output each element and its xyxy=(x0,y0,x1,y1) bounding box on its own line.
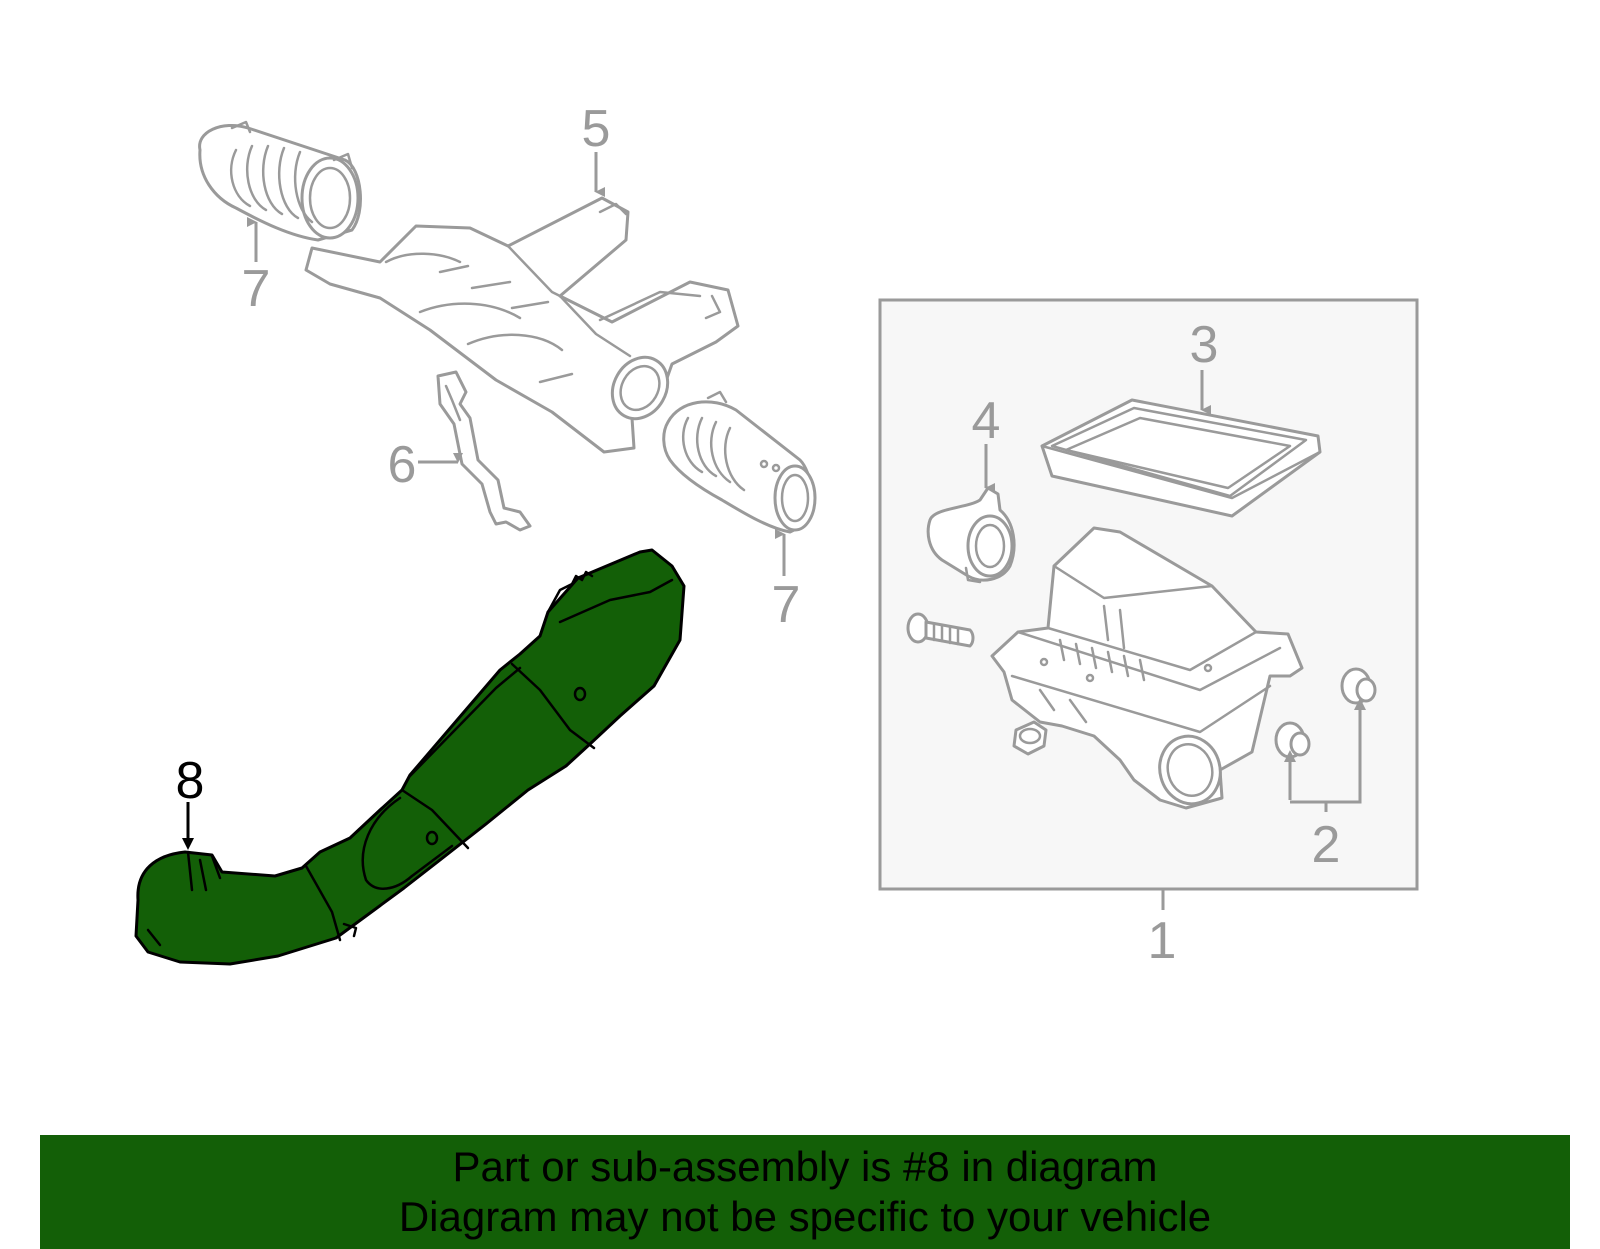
banner-line-2: Diagram may not be specific to your vehi… xyxy=(398,1193,1212,1240)
part-8-air-intake-duct[interactable] xyxy=(134,548,686,966)
banner-line-1: Part or sub-assembly is #8 in diagram xyxy=(452,1143,1158,1190)
callout-8[interactable]: 8 xyxy=(176,752,205,810)
part-6-bracket[interactable] xyxy=(436,370,532,532)
part-7-lower-coupler[interactable] xyxy=(662,390,817,534)
leader-lines xyxy=(182,152,1366,910)
part-7-upper-coupler[interactable] xyxy=(198,120,362,242)
part-2-grommets[interactable] xyxy=(1012,667,1377,759)
callout-5[interactable]: 5 xyxy=(582,100,611,158)
callout-1[interactable]: 1 xyxy=(1148,912,1177,970)
bolt[interactable] xyxy=(906,612,975,648)
callout-numbers: 5 7 6 7 3 4 2 1 8 xyxy=(176,100,1341,970)
callout-6[interactable]: 6 xyxy=(388,436,417,494)
callout-7-lower[interactable]: 7 xyxy=(772,576,801,634)
part-5-resonator-duct[interactable] xyxy=(304,196,740,454)
callout-4[interactable]: 4 xyxy=(972,392,1001,450)
callout-2[interactable]: 2 xyxy=(1312,816,1341,874)
callout-3[interactable]: 3 xyxy=(1190,316,1219,374)
part-1-air-cleaner-housing[interactable] xyxy=(990,526,1304,811)
part-3-air-filter[interactable] xyxy=(1040,398,1322,518)
part-4-maf-sensor[interactable] xyxy=(926,486,1016,584)
callout-7-upper[interactable]: 7 xyxy=(242,260,271,318)
part-8-body[interactable] xyxy=(134,548,686,966)
info-banner: Part or sub-assembly is #8 in diagram Di… xyxy=(40,1135,1570,1249)
